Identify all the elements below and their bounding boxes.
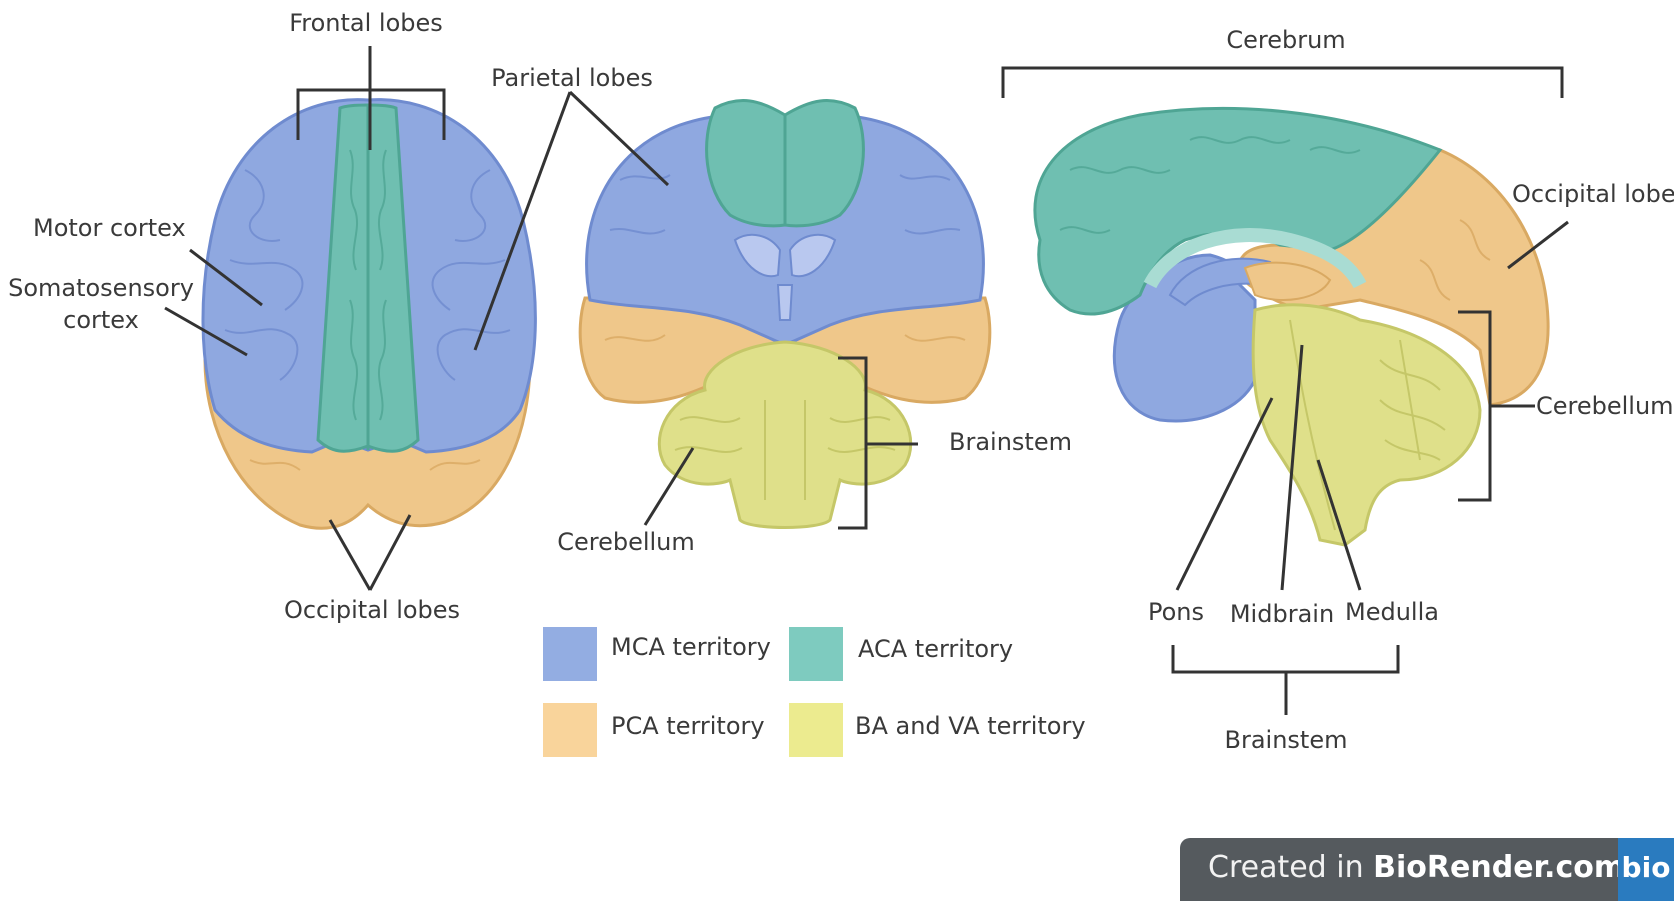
label-frontal-lobes: Frontal lobes	[289, 9, 443, 37]
label-brainstem-sagittal: Brainstem	[1225, 726, 1348, 754]
label-parietal-lobes: Parietal lobes	[491, 64, 653, 92]
label-occipital-lobe: Occipital lobe	[1512, 180, 1674, 208]
watermark-brand: BioRender.com	[1373, 850, 1625, 885]
label-somatosensory-line2: cortex	[63, 306, 139, 334]
label-cerebrum: Cerebrum	[1226, 26, 1345, 54]
biorender-watermark[interactable]: Created in BioRender.com bio	[1180, 838, 1674, 901]
legend-label-mca: MCA territory	[611, 633, 771, 661]
label-occipital-lobes: Occipital lobes	[284, 596, 460, 624]
label-pons: Pons	[1148, 598, 1204, 626]
label-brainstem-coronal: Brainstem	[949, 428, 1072, 456]
label-midbrain: Midbrain	[1230, 600, 1334, 628]
legend-label-aca: ACA territory	[858, 635, 1013, 663]
legend-swatch-aca	[789, 627, 843, 681]
legend-label-ba-va: BA and VA territory	[855, 712, 1086, 740]
legend-swatch-ba-va	[789, 703, 843, 757]
top-view-brain	[203, 100, 535, 529]
legend-swatch-mca	[543, 627, 597, 681]
label-cerebellum-sagittal: Cerebellum	[1536, 392, 1674, 420]
coronal-view-brain	[580, 101, 990, 528]
label-cerebellum-coronal: Cerebellum	[557, 528, 695, 556]
legend-swatch-pca	[543, 703, 597, 757]
label-somatosensory-line1: Somatosensory	[8, 274, 194, 302]
watermark-prefix: Created in	[1208, 850, 1373, 885]
biorender-logo-icon: bio	[1618, 838, 1674, 901]
label-motor-cortex: Motor cortex	[33, 214, 186, 242]
watermark-text: Created in BioRender.com	[1208, 850, 1625, 885]
label-medulla: Medulla	[1345, 598, 1439, 626]
legend-label-pca: PCA territory	[611, 712, 765, 740]
